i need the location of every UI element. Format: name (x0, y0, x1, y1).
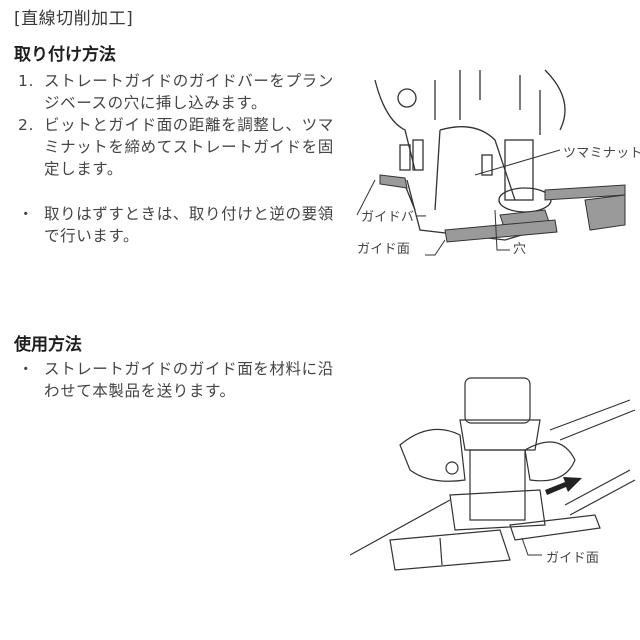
attach-steps-list: 1. ストレートガイドのガイドバーをプランジベースの穴に挿し込みます。 2. ビ… (18, 70, 348, 180)
bullet: ・ (18, 205, 35, 223)
label-guide-face: ガイド面 (546, 551, 600, 566)
step-item: 1. ストレートガイドのガイドバーをプランジベースの穴に挿し込みます。 (18, 70, 348, 114)
router-usage-illustration (349, 377, 636, 571)
note-item: ・ ストレートガイドのガイド面を材料に沿わせて本製品を送ります。 (18, 358, 348, 402)
section-title: [直線切削加工] (14, 9, 134, 29)
usage-figure: ガイド面 (349, 360, 640, 590)
step-item: 2. ビットとガイド面の距離を調整し、ツマミナットを締めてストレートガイドを固定… (18, 114, 348, 180)
attach-note: ・ 取りはずすときは、取り付けと逆の要領で行います。 (18, 203, 348, 247)
attach-figure: ツマミナット ガイドバー ガイド面 穴 (345, 60, 640, 275)
step-number: 1. (18, 72, 34, 90)
usage-heading: 使用方法 (14, 335, 82, 355)
bullet: ・ (18, 360, 35, 378)
note-item: ・ 取りはずすときは、取り付けと逆の要領で行います。 (18, 203, 348, 247)
attach-heading: 取り付け方法 (14, 45, 116, 65)
note-text: ストレートガイドのガイド面を材料に沿わせて本製品を送ります。 (44, 360, 334, 400)
label-hole: 穴 (513, 242, 527, 257)
usage-note: ・ ストレートガイドのガイド面を材料に沿わせて本製品を送ります。 (18, 358, 348, 402)
step-number: 2. (18, 116, 34, 134)
label-guide-bar: ガイドバー (361, 210, 428, 225)
step-text: ストレートガイドのガイドバーをプランジベースの穴に挿し込みます。 (44, 72, 334, 112)
router-guide-illustration (356, 69, 626, 256)
note-text: 取りはずすときは、取り付けと逆の要領で行います。 (44, 205, 334, 245)
step-text: ビットとガイド面の距離を調整し、ツマミナットを締めてストレートガイドを固定します… (44, 116, 334, 178)
label-knob-nut: ツマミナット (563, 146, 640, 161)
label-guide-face: ガイド面 (357, 242, 411, 257)
